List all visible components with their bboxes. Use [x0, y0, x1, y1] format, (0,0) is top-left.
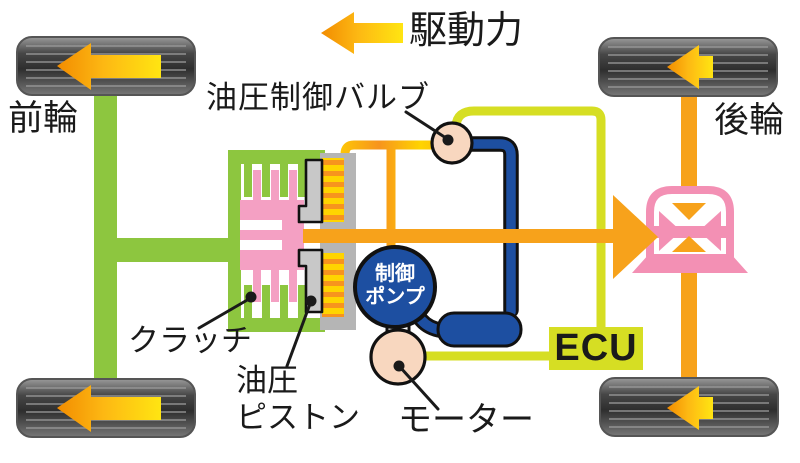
- control-pump: [353, 245, 437, 329]
- rear-differential: [613, 186, 748, 279]
- diff-skirt: [632, 254, 748, 273]
- control-pump-label-line1: 制御: [375, 263, 415, 285]
- hydraulic-piston-top: [297, 158, 324, 224]
- front-left-tire: [16, 36, 196, 96]
- actuator-pack-top: [322, 158, 344, 222]
- rear-axle-upper: [681, 94, 697, 206]
- front-left-arrow: [57, 43, 161, 90]
- front-left-bottom-arrow: [57, 385, 161, 432]
- shaft-to-diff-arrow: [613, 195, 658, 279]
- hydraulic-control-valve-label: 油圧制御バルブ: [206, 80, 430, 115]
- ecu-label: ECU: [554, 326, 638, 369]
- actuator-pack-bottom: [322, 253, 344, 317]
- reservoir: [436, 311, 523, 348]
- motor-node: [369, 328, 427, 386]
- rear-right-tire-top: [598, 37, 778, 97]
- driving-force-arrow: [321, 12, 403, 54]
- hydraulic-piston-bottom: [297, 248, 324, 314]
- rear-bottom-arrow: [667, 386, 713, 430]
- rear-top-arrow: [667, 45, 713, 89]
- rear-axle-lower: [681, 248, 697, 380]
- valve-to-reservoir-pipe: [462, 136, 519, 318]
- front-axle: [94, 90, 240, 382]
- control-pump-label-line2: ポンプ: [365, 286, 425, 308]
- diff-input-down-arrow: [672, 203, 706, 220]
- rear-right-tire-bottom: [599, 377, 779, 437]
- motor-label: モーター: [398, 401, 534, 439]
- diff-output-up-arrow: [672, 236, 706, 252]
- driving-force-label: 駆動力: [409, 10, 524, 52]
- clutch-assembly: [228, 150, 356, 332]
- rear-wheel-label: 後輪: [714, 101, 785, 140]
- clutch-hub: [240, 200, 304, 270]
- hydraulic-piston-label-line1: 油圧: [236, 363, 298, 398]
- valve-to-ecu-line: [451, 106, 606, 335]
- front-rear-tire-left-bottom: [16, 378, 196, 438]
- callout-pointers: [197, 110, 454, 411]
- front-wheel-label: 前輪: [8, 99, 79, 138]
- control-pump-label: 制御 ポンプ: [358, 263, 432, 309]
- propeller-shaft: [303, 229, 615, 243]
- ecu-box: [549, 327, 643, 370]
- clutch-label: クラッチ: [128, 323, 252, 358]
- hydraulic-piston-label-line2: ピストン: [236, 400, 360, 435]
